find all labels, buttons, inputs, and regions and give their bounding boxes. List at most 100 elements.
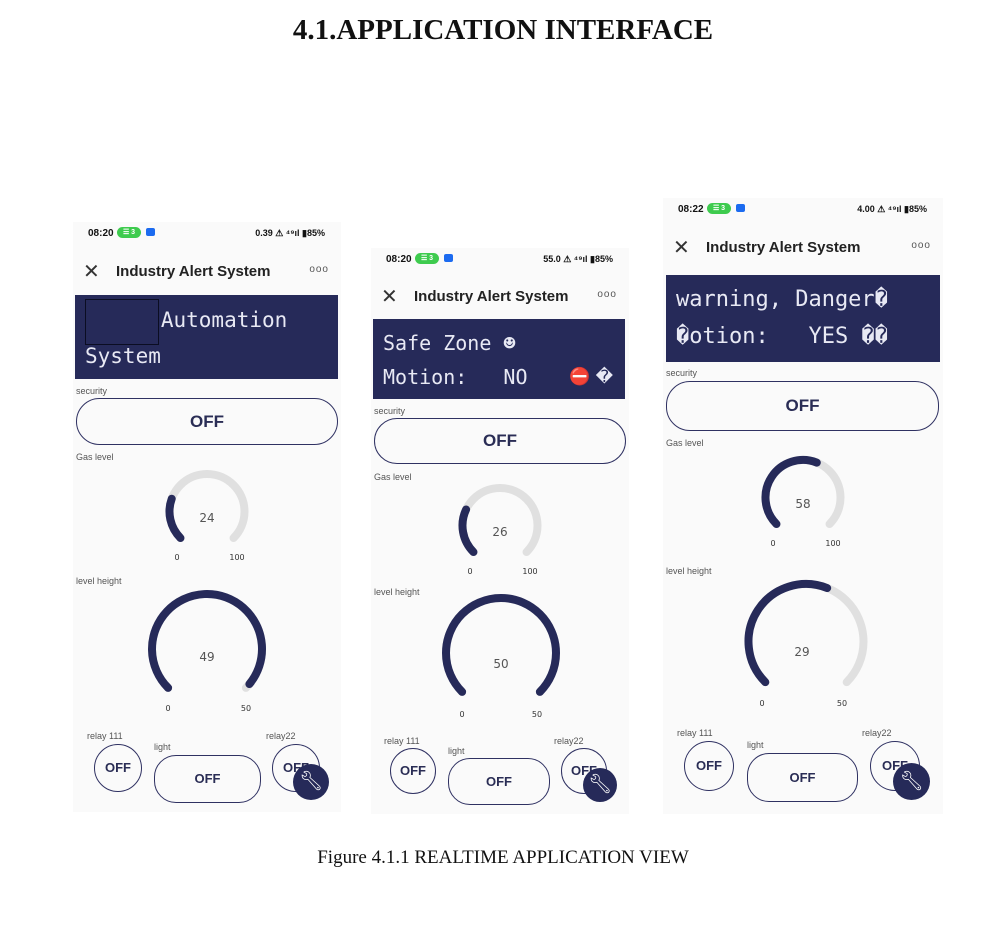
gauge-value-text: 29 [794, 645, 809, 659]
lcd-status-icons: ⛔ � [569, 367, 614, 387]
app-title: Industry Alert System [414, 288, 569, 305]
status-time: 08:20 [88, 228, 114, 239]
relay-111-button[interactable]: OFF [390, 748, 436, 794]
gas-level-gauge: 24 0 100 [165, 470, 249, 561]
more-options-icon[interactable]: ooo [597, 289, 617, 300]
gauge-min-label: 0 [459, 710, 464, 719]
relay-111-label: relay 111 [384, 736, 420, 746]
gauge-value-text: 26 [492, 525, 507, 539]
gauge-max-label: 50 [837, 699, 847, 708]
app-notification-icon [146, 228, 155, 236]
notification-badge: ☰ 3 [415, 253, 439, 264]
status-indicators: 4.00 ⚠ ⁴⁹ıl ▮85% [857, 204, 927, 214]
notification-badge: ☰ 3 [117, 227, 141, 238]
gauge-min-label: 0 [467, 567, 472, 575]
lcd-line-1: Automation [85, 308, 288, 332]
status-time: 08:22 [678, 204, 704, 215]
phone-screenshot-3: 08:22 ☰ 3 4.00 ⚠ ⁴⁹ıl ▮85% ✕ Industry Al… [663, 198, 943, 814]
relay-111-label: relay 111 [677, 728, 713, 738]
level-height-gauge: 50 0 50 [442, 594, 560, 719]
lcd-line-2: System [85, 344, 161, 368]
level-height-label: level height [666, 566, 712, 576]
gas-level-label: Gas level [76, 452, 114, 462]
app-title: Industry Alert System [116, 263, 271, 280]
gauge-min-label: 0 [770, 539, 775, 547]
gauge-max-label: 100 [229, 553, 244, 561]
gauge-value-arc [442, 594, 560, 696]
relay22-label: relay22 [266, 731, 296, 741]
more-options-icon[interactable]: ooo [309, 264, 329, 275]
app-bar: ✕ Industry Alert System ooo [73, 258, 341, 286]
gauge-track [165, 470, 249, 543]
security-toggle-button[interactable]: OFF [76, 398, 338, 445]
lcd-line-1: warning, Danger� [676, 287, 888, 312]
security-toggle-button[interactable]: OFF [666, 381, 939, 431]
gauge-max-label: 50 [532, 710, 542, 719]
light-label: light [747, 740, 764, 750]
gauge-min-label: 0 [759, 699, 764, 708]
security-label: security [374, 406, 406, 416]
gauge-value-text: 58 [795, 497, 810, 511]
light-label: light [448, 746, 465, 756]
phone-screenshot-1: 08:20 ☰ 3 0.39 ⚠ ⁴⁹ıl ▮85% ✕ Industry Al… [73, 222, 341, 812]
relay-111-button[interactable]: OFF [94, 744, 142, 792]
gauge-value-text: 50 [493, 657, 508, 671]
relay-111-label: relay 111 [87, 731, 123, 741]
lcd-line-2: �otion: YES �� [676, 324, 888, 349]
level-height-label: level height [374, 587, 420, 597]
relay22-label: relay22 [862, 728, 892, 738]
app-bar: ✕ Industry Alert System ooo [371, 283, 629, 311]
light-label: light [154, 742, 171, 752]
phone-screenshot-2: 08:20 ☰ 3 55.0 ⚠ ⁴⁹ıl ▮85% ✕ Industry Al… [371, 248, 629, 814]
light-button[interactable]: OFF [154, 755, 261, 803]
security-label: security [76, 386, 108, 396]
gauge-value-text: 49 [199, 650, 214, 664]
level-height-gauge: 49 0 50 [148, 590, 266, 713]
gauge-max-label: 100 [825, 539, 840, 547]
lcd-display: Safe Zone ☻ Motion: NO ⛔ � [373, 319, 625, 399]
level-height-gauge: 29 0 50 [744, 580, 868, 708]
status-bar: 08:20 ☰ 3 0.39 ⚠ ⁴⁹ıl ▮85% [73, 222, 341, 246]
app-notification-icon [736, 204, 745, 212]
close-icon[interactable]: ✕ [381, 286, 398, 308]
gauge-value-arc [761, 456, 821, 529]
status-indicators: 0.39 ⚠ ⁴⁹ıl ▮85% [255, 228, 325, 238]
app-title: Industry Alert System [706, 239, 861, 256]
wrench-icon[interactable]: 🔧︎ [583, 768, 617, 802]
security-toggle-button[interactable]: OFF [374, 418, 626, 464]
close-icon[interactable]: ✕ [673, 237, 690, 259]
gauge-min-label: 0 [165, 704, 170, 713]
lcd-display: warning, Danger� �otion: YES �� [666, 275, 940, 362]
app-notification-icon [444, 254, 453, 262]
more-options-icon[interactable]: ooo [911, 240, 931, 251]
gauge-max-label: 50 [241, 704, 251, 713]
relay-111-button[interactable]: OFF [684, 741, 734, 791]
lcd-line-2: Motion: NO [383, 365, 528, 389]
gauge-min-label: 0 [174, 553, 179, 561]
relay22-label: relay22 [554, 736, 584, 746]
gauge-value-arc [148, 590, 266, 692]
close-icon[interactable]: ✕ [83, 261, 100, 283]
gauge-value-arc [744, 580, 832, 687]
light-button[interactable]: OFF [747, 753, 858, 802]
page-heading: 4.1.APPLICATION INTERFACE [292, 14, 714, 46]
status-bar: 08:22 ☰ 3 4.00 ⚠ ⁴⁹ıl ▮85% [663, 198, 943, 222]
wrench-icon[interactable]: 🔧︎ [293, 764, 329, 800]
app-bar: ✕ Industry Alert System ooo [663, 234, 943, 262]
gauge-track [458, 484, 542, 557]
wrench-icon[interactable]: 🔧︎ [893, 763, 930, 800]
gauge-max-label: 100 [522, 567, 537, 575]
gauge-value-text: 24 [199, 511, 214, 525]
figure-caption: Figure 4.1.1 REALTIME APPLICATION VIEW [317, 847, 689, 868]
gas-level-label: Gas level [374, 472, 412, 482]
gas-level-label: Gas level [666, 438, 704, 448]
lcd-display: Automation System [75, 295, 338, 379]
gas-level-gauge: 58 0 100 [761, 456, 845, 547]
level-height-label: level height [76, 576, 122, 586]
gauge-value-arc [165, 494, 185, 543]
status-time: 08:20 [386, 254, 412, 265]
gauge-value-arc [458, 505, 478, 557]
status-bar: 08:20 ☰ 3 55.0 ⚠ ⁴⁹ıl ▮85% [371, 248, 629, 272]
light-button[interactable]: OFF [448, 758, 550, 805]
security-label: security [666, 368, 698, 378]
